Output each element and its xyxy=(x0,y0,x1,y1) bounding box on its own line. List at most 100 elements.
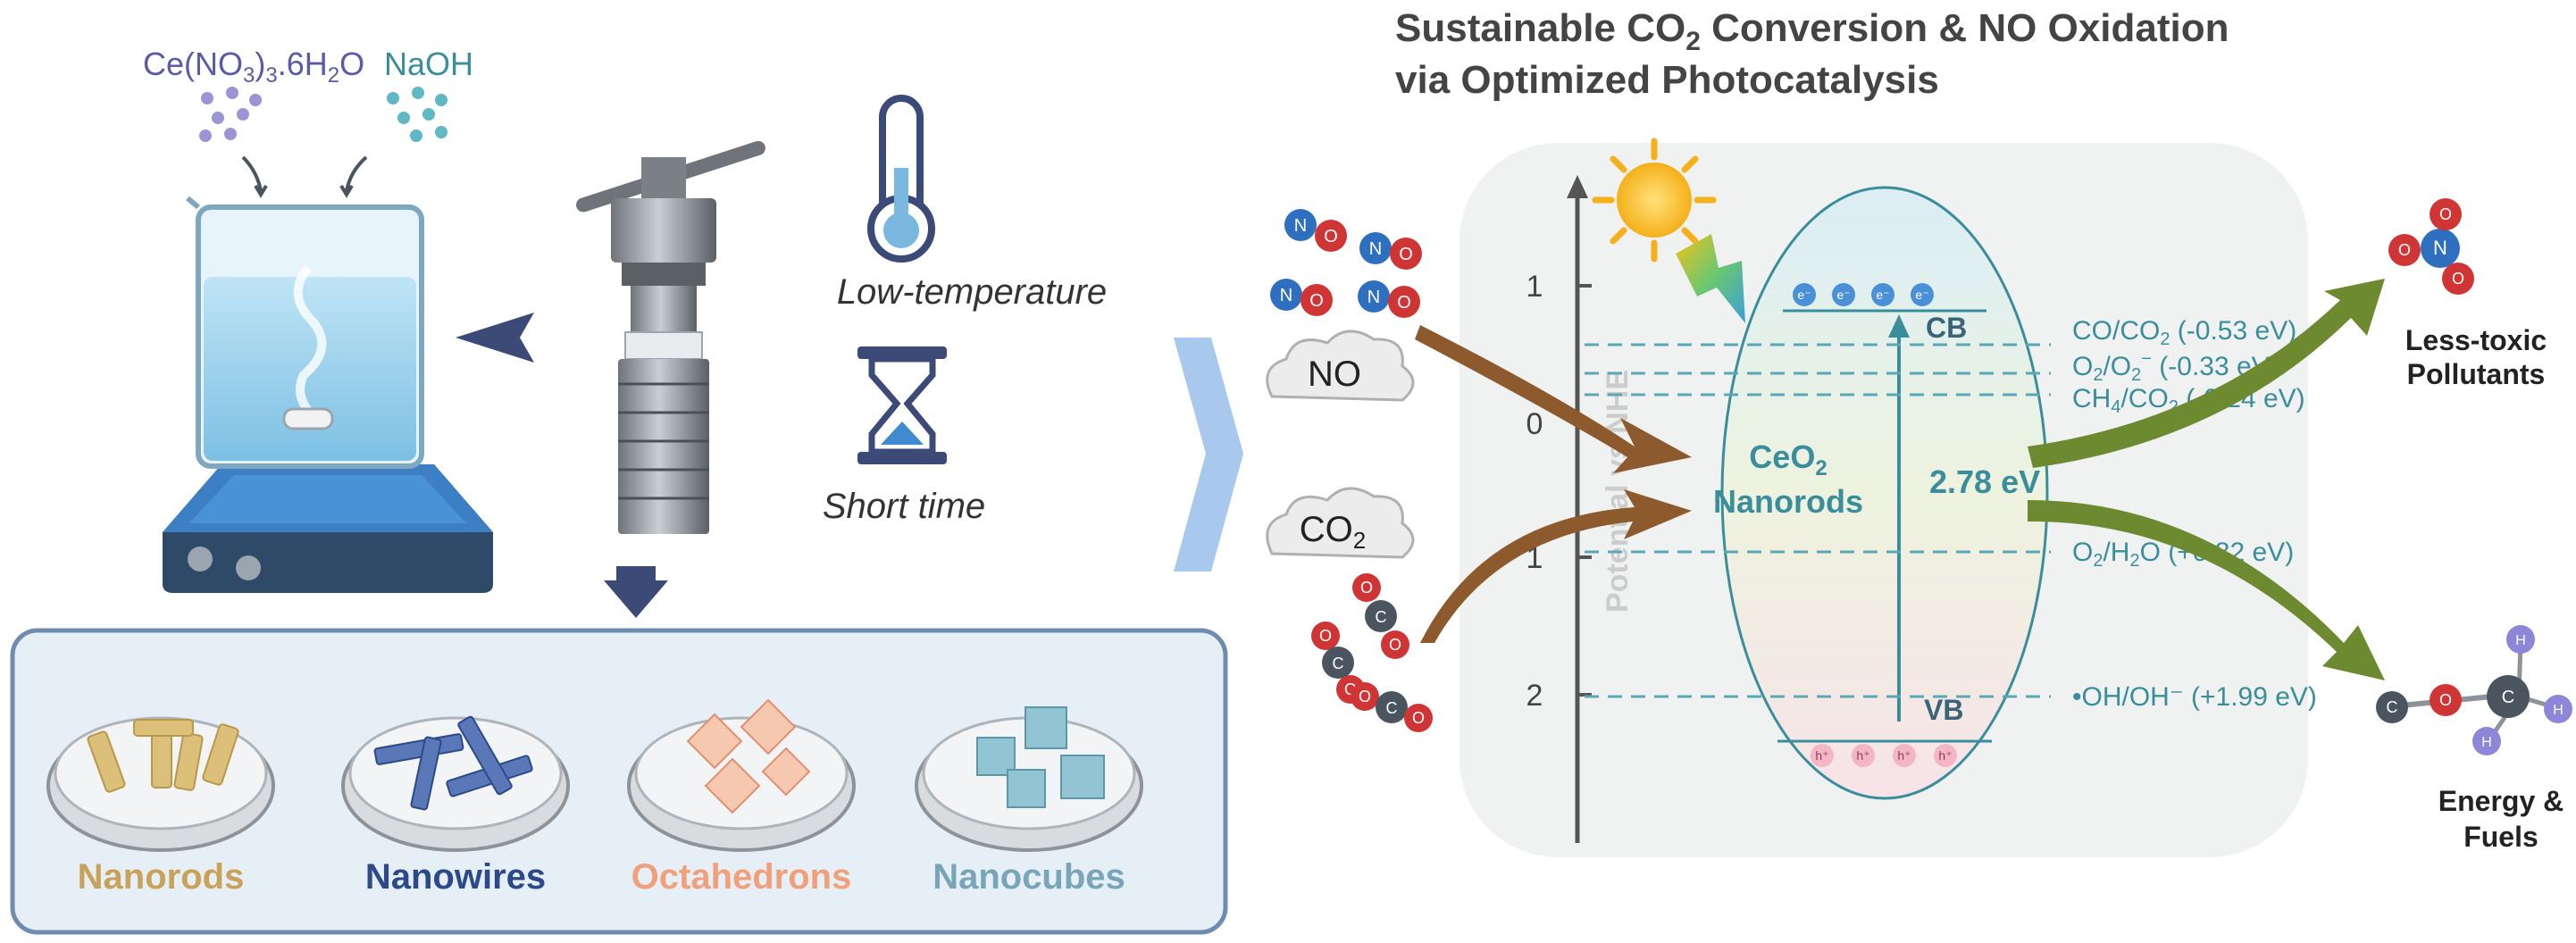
band-gap-value: 2.78 eV xyxy=(1929,463,2040,500)
svg-text:O: O xyxy=(2452,270,2464,288)
no-molecule: N O xyxy=(1284,209,1347,252)
co2-cloud: CO2 xyxy=(1266,487,1415,559)
axis-tick-label: 1 xyxy=(1526,270,1543,304)
svg-text:O: O xyxy=(1389,636,1401,654)
hole-icon xyxy=(1934,744,1957,767)
electron-symbol: e⁻ xyxy=(1836,288,1850,302)
svg-text:O: O xyxy=(1309,291,1324,311)
svg-text:N: N xyxy=(1367,288,1380,307)
arrow-down-icon xyxy=(604,580,668,618)
hourglass-icon xyxy=(857,346,947,464)
no-molecule: N O xyxy=(1358,280,1420,318)
vb-label: VB xyxy=(1924,694,1963,726)
morphology-label-nanowires: Nanowires xyxy=(365,857,546,897)
morphology-panel xyxy=(10,628,1228,935)
holes: h⁺ h⁺ h⁺ h⁺ xyxy=(1811,744,1957,767)
octahedron-crystals xyxy=(686,698,811,814)
reduction-output-arrow xyxy=(2028,500,2385,680)
temperature-condition: Low-temperature xyxy=(837,272,1107,312)
svg-text:O: O xyxy=(2398,241,2411,259)
output-label-less-toxic: Less-toxic xyxy=(2405,324,2547,356)
svg-text:H: H xyxy=(2515,633,2526,648)
no-label: NO xyxy=(1308,355,1361,394)
sun-icon xyxy=(1592,138,1717,263)
redox-level-lines xyxy=(1585,343,2051,698)
hole-symbol: h⁺ xyxy=(1815,748,1828,763)
axis-tick-label: 0 xyxy=(1526,407,1543,441)
potential-axis: 1 0 1 2 Potential vs NHE xyxy=(1526,175,1635,843)
electron-symbol: e⁻ xyxy=(1797,288,1811,302)
fuel-molecule: C O C H H H xyxy=(2376,625,2572,755)
electron-icon xyxy=(1911,283,1934,306)
output-label-pollutants: Pollutants xyxy=(2407,358,2546,390)
cb-label: CB xyxy=(1926,312,1967,344)
electron-symbol: e⁻ xyxy=(1876,288,1889,302)
svg-text:O: O xyxy=(1360,579,1373,597)
petri-dish-nanowires xyxy=(341,715,570,852)
electron-icon xyxy=(1832,283,1855,306)
svg-text:O: O xyxy=(1397,293,1411,313)
title-line-2: via Optimized Photocatalysis xyxy=(1395,58,1939,102)
cerium-particles xyxy=(199,87,262,142)
svg-text:O: O xyxy=(1359,688,1371,705)
level-label-oh: •OH/OH⁻ (+1.99 eV) xyxy=(2072,682,2317,712)
hole-symbol: h⁺ xyxy=(1856,748,1869,763)
no-molecules: N O N O N O N O xyxy=(1270,209,1422,318)
hole-symbol: h⁺ xyxy=(1897,748,1911,763)
svg-text:C: C xyxy=(2387,698,2398,716)
morphology-label-nanorods: Nanorods xyxy=(78,857,245,897)
section-divider-arrow xyxy=(1174,338,1243,572)
no-cloud: NO xyxy=(1266,330,1415,402)
ceo2-nanorod-catalyst xyxy=(1720,186,2049,800)
morphology-label-nanocubes: Nanocubes xyxy=(933,857,1125,897)
level-label-co-co2: CO/CO2 (-0.53 eV) xyxy=(2072,316,2296,349)
hole-icon xyxy=(1852,744,1875,767)
no-molecule: N O xyxy=(1359,232,1422,270)
time-condition: Short time xyxy=(823,487,985,526)
co2-label: CO2 xyxy=(1300,510,1366,554)
svg-text:O: O xyxy=(2439,205,2452,223)
electron-icon xyxy=(1793,283,1816,306)
svg-text:C: C xyxy=(1386,699,1398,717)
electrons: e⁻ e⁻ e⁻ e⁻ xyxy=(1793,283,1934,306)
svg-text:O: O xyxy=(2439,691,2452,709)
catalyst-morphology: Nanorods xyxy=(1713,483,1863,520)
redox-level-labels: CO/CO2 (-0.53 eV) O2/O2− (-0.33 eV) CH4/… xyxy=(2072,316,2317,712)
electron-symbol: e⁻ xyxy=(1915,288,1928,302)
svg-text:O: O xyxy=(1324,227,1338,246)
hole-icon xyxy=(1893,744,1916,767)
svg-text:N: N xyxy=(1280,286,1292,305)
morphology-labels: Nanorods Nanowires Octahedrons Nanocubes xyxy=(78,857,1125,897)
co2-molecules: O C O O C O O C O xyxy=(1311,573,1433,732)
light-bolt-icon xyxy=(1676,234,1745,323)
no2-molecule: N O O O xyxy=(2388,198,2474,295)
axis-tick-label: 2 xyxy=(1526,679,1543,713)
svg-text:N: N xyxy=(2433,237,2447,259)
output-label-fuels: Fuels xyxy=(2463,821,2538,853)
nanowire-crystals xyxy=(373,715,533,811)
svg-text:C: C xyxy=(2502,688,2514,707)
hole-icon xyxy=(1811,744,1834,767)
svg-text:C: C xyxy=(1376,608,1387,626)
svg-text:C: C xyxy=(1333,655,1344,672)
svg-text:O: O xyxy=(1399,245,1413,264)
naoh-particles xyxy=(387,87,447,142)
catalyst-name: CeO2 xyxy=(1749,438,1827,480)
reagent-labels: Ce(NO3)3.6H2O NaOH xyxy=(143,46,473,88)
oxidation-output-arrow xyxy=(2028,279,2385,468)
electron-icon xyxy=(1871,283,1894,306)
svg-text:O: O xyxy=(1319,627,1332,645)
arrow-to-autoclave-icon xyxy=(456,313,534,363)
reagent-particles xyxy=(199,87,447,198)
output-label-energy: Energy & xyxy=(2438,785,2563,817)
petri-dish-nanocubes xyxy=(915,706,1143,852)
nanorod-crystals xyxy=(87,719,239,793)
naoh-label: NaOH xyxy=(384,46,473,82)
petri-dish-nanorods xyxy=(46,716,275,852)
cerium-nitrate-label: Ce(NO3)3.6H2O xyxy=(143,46,364,88)
morphology-label-octahedrons: Octahedrons xyxy=(631,857,852,897)
petri-dish-octahedrons xyxy=(627,698,856,852)
co2-molecule: O C O xyxy=(1352,573,1409,659)
no-molecule: N O xyxy=(1270,279,1333,316)
